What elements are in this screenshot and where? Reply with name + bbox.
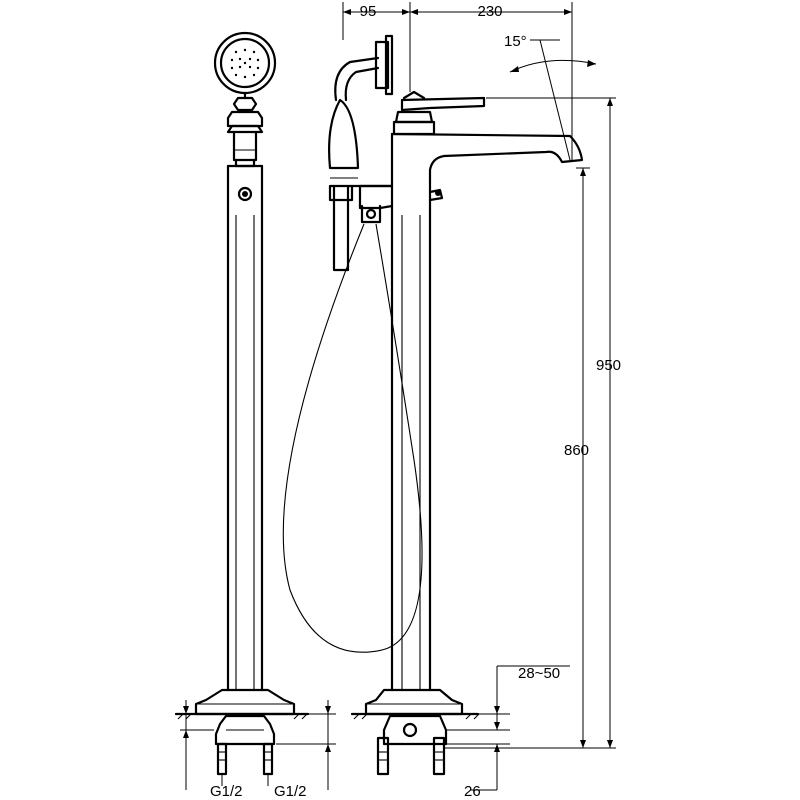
thread-label-left: G1/2 xyxy=(210,783,243,800)
dimension-labels: 95 230 15° 950 860 28~50 26 G1/2 G1/2 xyxy=(210,3,621,800)
dim-angle: 15° xyxy=(504,33,527,50)
thread-label-right: G1/2 xyxy=(274,783,307,800)
dim-floor-range: 28~50 xyxy=(518,665,560,682)
front-view xyxy=(282,34,584,776)
side-view xyxy=(174,31,310,776)
shower-head-front xyxy=(213,31,277,112)
dim-width-right: 230 xyxy=(477,3,502,20)
dim-width-left: 95 xyxy=(360,3,377,20)
dim-total-height: 950 xyxy=(596,357,621,374)
dim-spout-height: 860 xyxy=(564,442,589,459)
dimension-lines xyxy=(180,2,616,791)
dim-base-offset: 26 xyxy=(464,783,481,800)
